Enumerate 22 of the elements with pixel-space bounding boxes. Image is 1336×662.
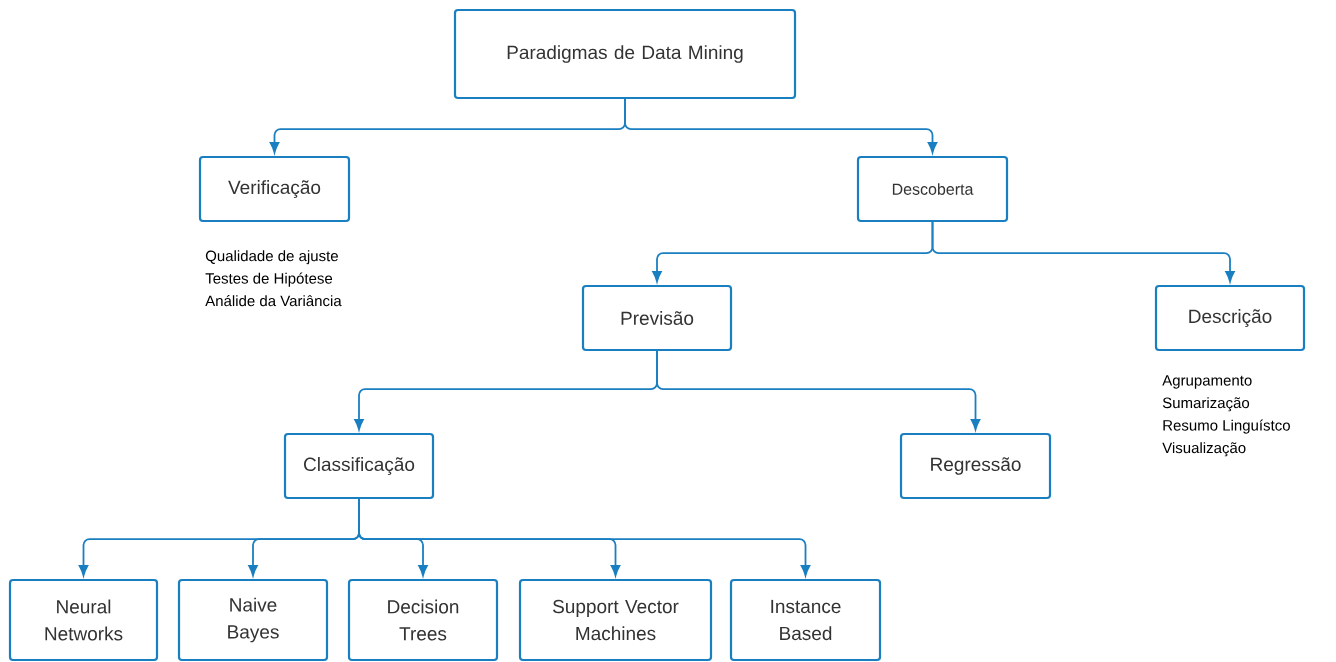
process-box: Regressão [899,432,1052,500]
process-box: Paradigmas de Data Mining [453,8,797,100]
side-note: Agrupamento Sumarização Resumo Linguístco Visualização [1162,375,1290,457]
process-box: Decision Trees [347,578,499,662]
arrow [624,98,938,154]
node-label: Resumo Linguístco [1163,419,1290,434]
node-label: Agrupamento [1162,375,1252,389]
process-box: Instance Based [729,578,882,662]
process-box: Neural Networks [8,578,159,662]
process-box: Classificação [283,432,435,500]
node-label: Sumarização [1162,397,1250,412]
process-box: Support Vector Machines [518,578,713,662]
process-box: Descoberta [856,155,1009,223]
process-box: Previsão [581,284,733,352]
process-box: Descrição [1154,284,1306,352]
arrow [358,498,811,577]
arrow [931,221,1235,283]
arrow [656,350,981,431]
process-box: Verificação [198,155,351,223]
node-label: Visualização [1162,442,1246,457]
side-note: Qualidade de ajuste Testes de Hipótese Análide da Variância [205,250,342,307]
process-box: Naive Bayes [177,578,329,662]
